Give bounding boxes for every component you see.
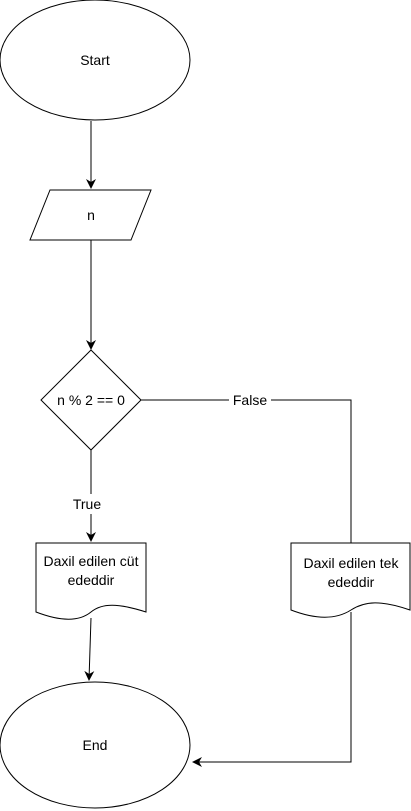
edge-odd-output-to-end bbox=[192, 612, 352, 767]
false-label-background bbox=[229, 391, 271, 409]
condition-label: n % 2 == 0 bbox=[57, 392, 125, 408]
odd-output-node: Daxil edilen tek ededdir bbox=[290, 542, 411, 618]
input-parallelogram bbox=[29, 189, 152, 241]
true-label-background bbox=[68, 494, 106, 514]
edge-even-output-to-end bbox=[84, 617, 95, 681]
edge-labels: True False bbox=[68, 391, 271, 514]
even-output-node: Daxil edilen cüt ededdir bbox=[35, 542, 147, 620]
start-label: Start bbox=[80, 52, 110, 68]
start-ellipse bbox=[0, 0, 191, 121]
start-node: Start bbox=[0, 0, 191, 121]
condition-diamond bbox=[40, 349, 142, 451]
odd-output-document-shape bbox=[290, 542, 411, 618]
false-edge-label: False bbox=[233, 392, 267, 408]
even-output-document-shape bbox=[35, 542, 147, 620]
connectors bbox=[84, 121, 352, 767]
even-output-label-line-2: ededdir bbox=[68, 572, 115, 588]
odd-output-label-line-1: Daxil edilen tek bbox=[304, 555, 400, 571]
condition-node: n % 2 == 0 bbox=[40, 349, 142, 451]
input-node: n bbox=[29, 189, 152, 241]
odd-output-label-line-2: ededdir bbox=[328, 574, 375, 590]
input-label: n bbox=[87, 207, 95, 223]
edge-condition-to-odd-output bbox=[141, 399, 352, 543]
true-edge-label: True bbox=[73, 496, 101, 512]
end-node: End bbox=[0, 681, 191, 809]
end-ellipse bbox=[0, 681, 191, 809]
end-label: End bbox=[83, 737, 108, 753]
even-output-label-line-1: Daxil edilen cüt bbox=[44, 553, 139, 569]
